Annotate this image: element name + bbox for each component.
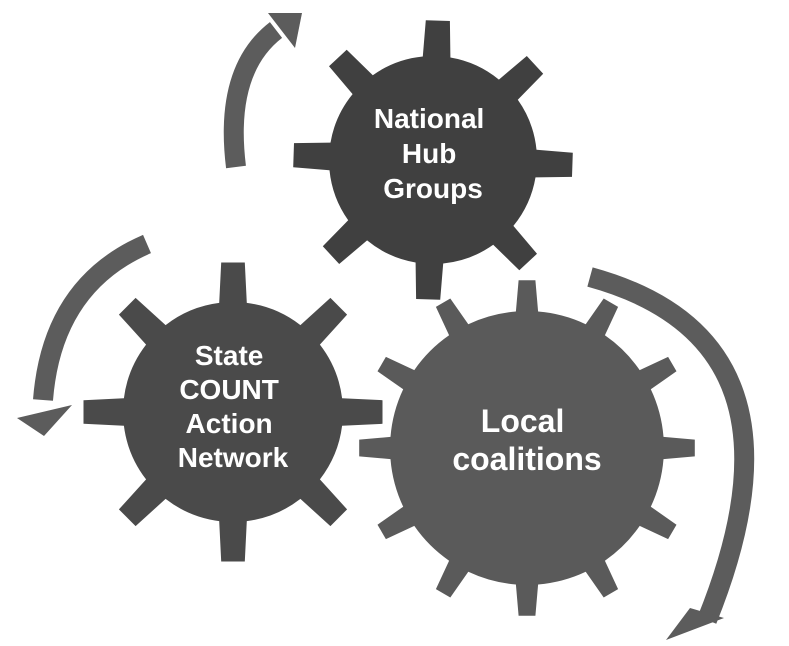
gear-national-hub-groups: National Hub Groups xyxy=(293,20,573,300)
local-gear-shape xyxy=(359,280,695,616)
arrow-right xyxy=(587,267,755,640)
state-gear-label: State COUNT Action Network xyxy=(178,340,289,473)
label-line: COUNT xyxy=(179,374,279,405)
arrow-top xyxy=(223,13,302,169)
label-line: Network xyxy=(178,442,289,473)
label-line: Local xyxy=(481,403,565,439)
label-line: coalitions xyxy=(452,441,601,477)
gear-state-count-action-network: State COUNT Action Network xyxy=(83,262,383,562)
label-line: Hub xyxy=(402,138,456,169)
arrow-left xyxy=(17,234,152,436)
state-gear-shape xyxy=(83,262,383,562)
local-gear-label: Local coalitions xyxy=(452,403,601,477)
national-gear-label: National Hub Groups xyxy=(374,103,492,204)
gear-local-coalitions: Local coalitions xyxy=(359,280,695,616)
national-gear-shape xyxy=(293,20,573,300)
label-line: State xyxy=(195,340,263,371)
label-line: National xyxy=(374,103,484,134)
label-line: Action xyxy=(186,408,273,439)
label-line: Groups xyxy=(383,173,483,204)
